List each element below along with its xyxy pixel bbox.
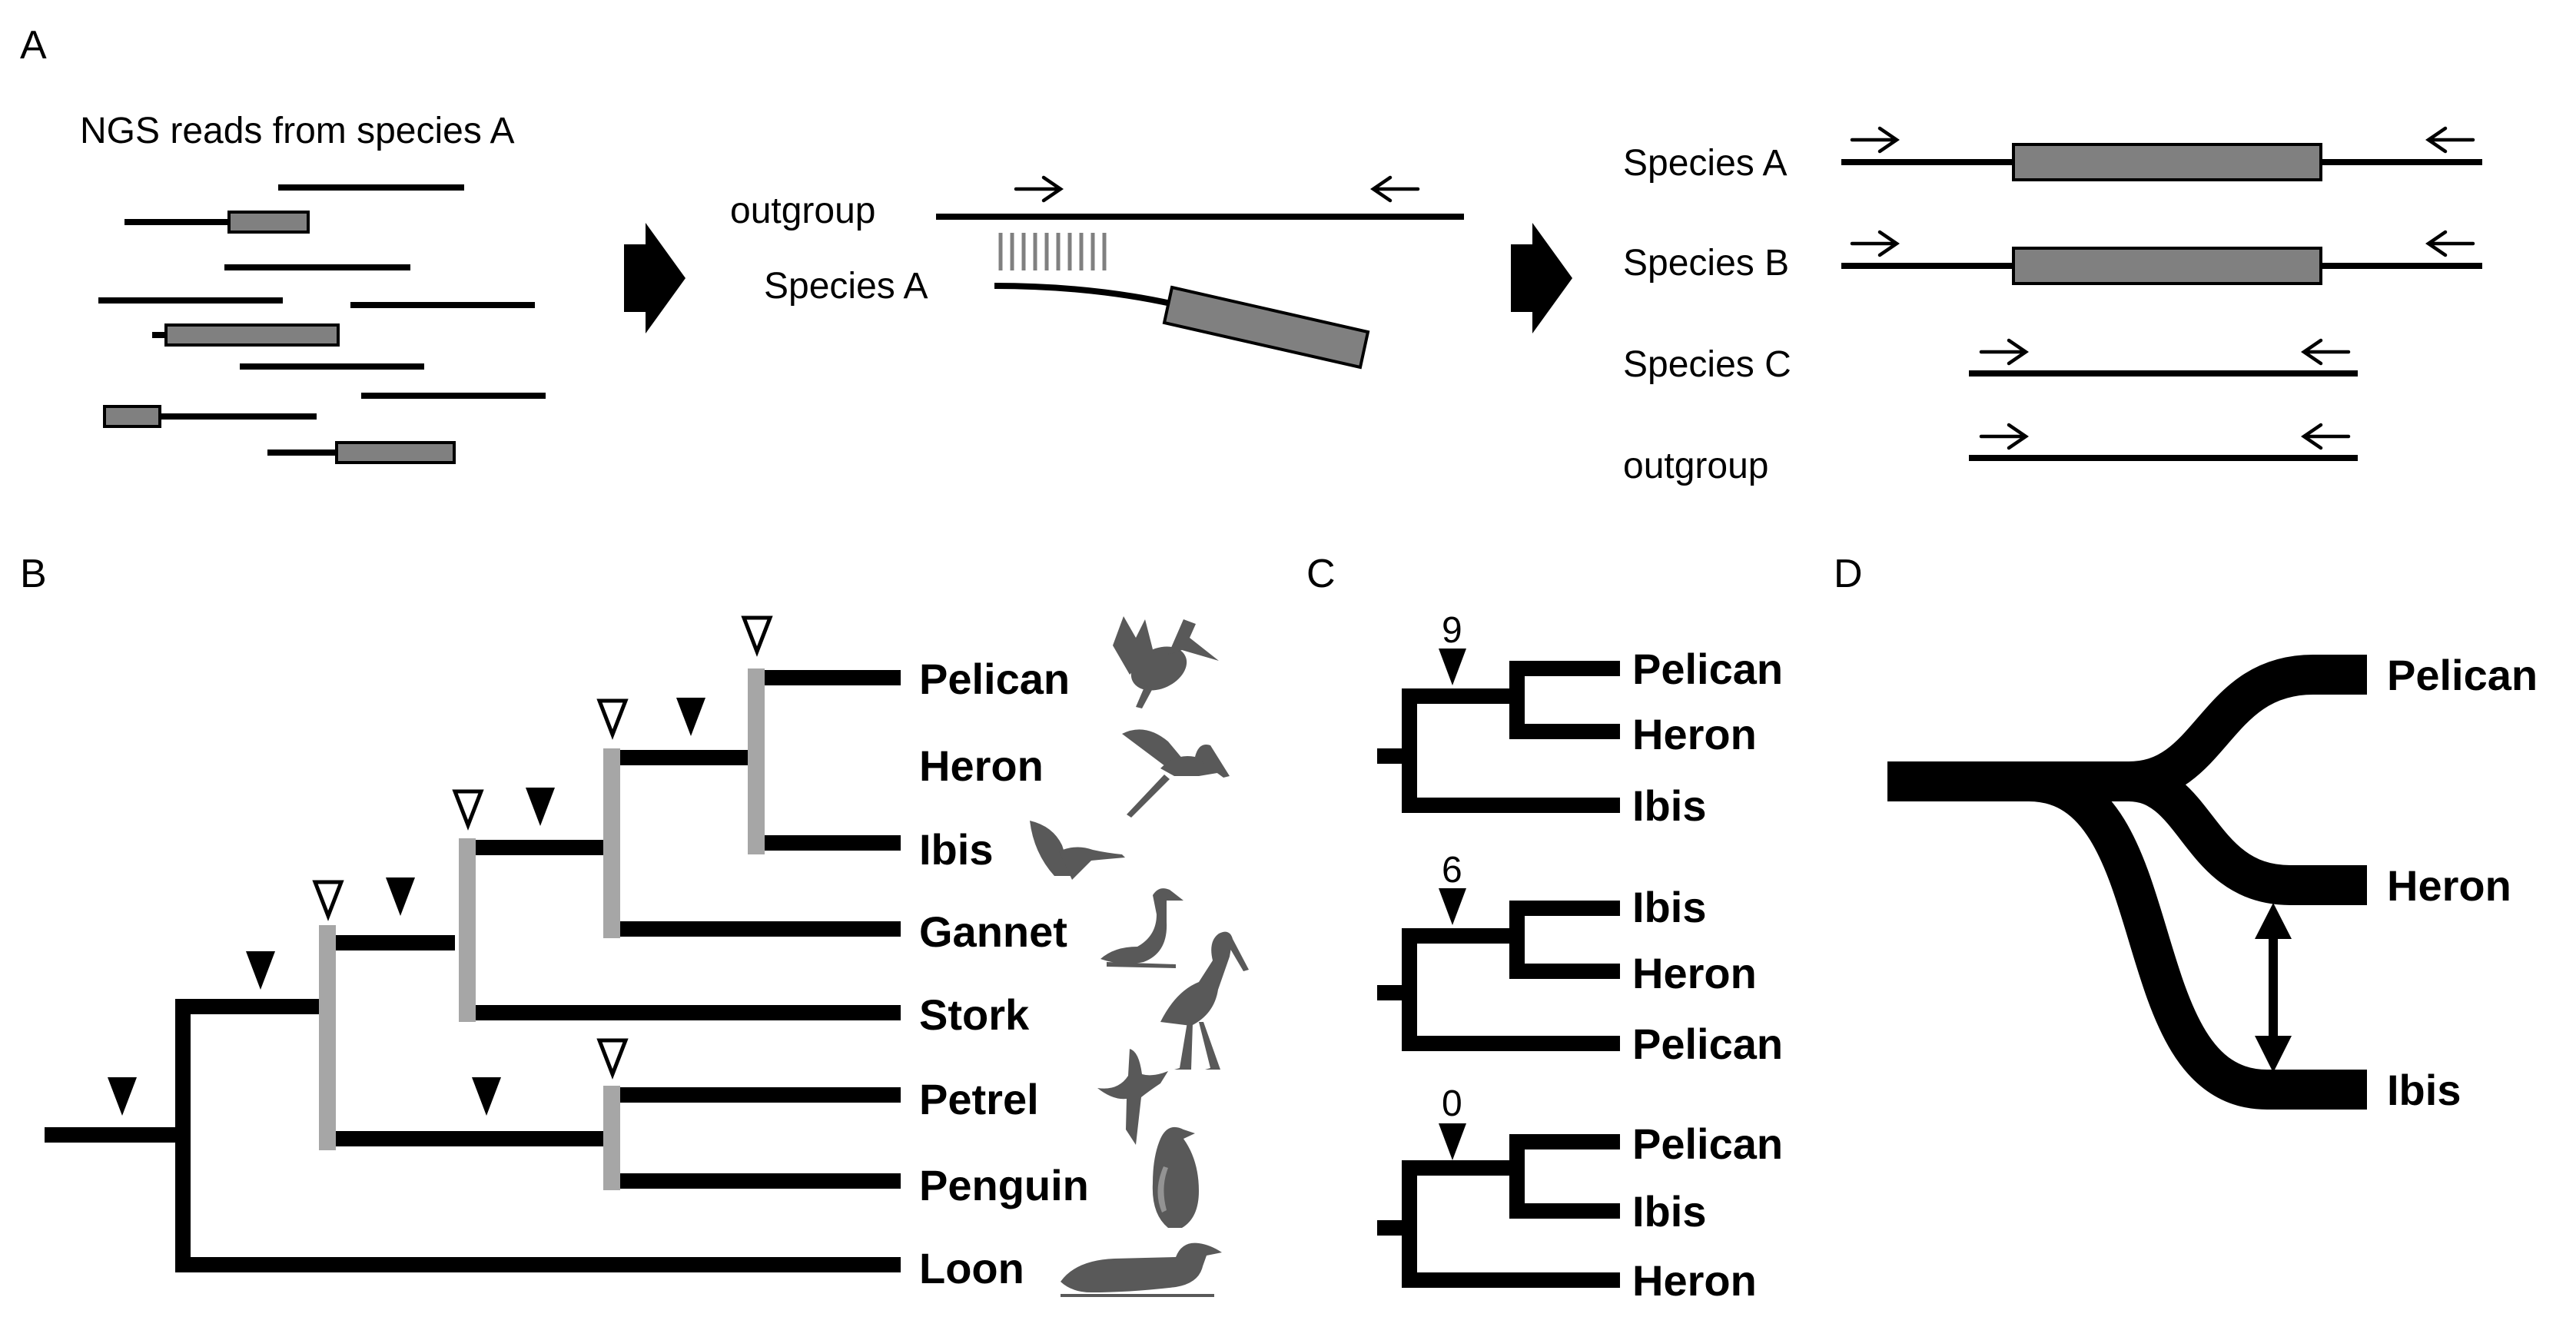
introgression-arrow (2255, 903, 2292, 1073)
primer-forward-icon (1852, 128, 1897, 151)
tree-1-taxon-bottom: Ibis (1632, 781, 1706, 830)
panel-d-letter: D (1834, 552, 1863, 596)
tree-1-count: 9 (1442, 610, 1462, 651)
species-network (1887, 655, 2367, 1110)
tree-3-taxon-mid: Ibis (1632, 1187, 1706, 1236)
insertion-marker-filled (526, 788, 555, 826)
taxon-penguin: Penguin (919, 1161, 1089, 1209)
insertion-marker-filled (386, 877, 415, 916)
taxon-ibis: Ibis (919, 825, 993, 874)
primer-reverse-icon (2304, 425, 2349, 448)
gene-tree-2: 6 Ibis Heron Pelican (1377, 850, 1783, 1068)
tree-1-taxon-top: Pelican (1632, 645, 1783, 693)
primer-forward-icon (1016, 177, 1061, 201)
pelican-icon (1113, 616, 1219, 708)
ibis-icon (1030, 821, 1125, 880)
insertion-marker-filled (1439, 1123, 1466, 1160)
primer-reverse-icon (1373, 177, 1418, 201)
tree-2-taxon-bottom: Pelican (1632, 1020, 1783, 1068)
flow-arrow (1511, 223, 1572, 333)
species-a-insertion (1162, 285, 1370, 370)
insertion-segment (103, 405, 161, 428)
species-a-read-line (994, 283, 1175, 307)
gene-tree-1: 9 Pelican Heron Ibis (1377, 610, 1783, 830)
result-label-species-a: Species A (1623, 143, 1787, 184)
tree-3-taxon-top: Pelican (1632, 1120, 1783, 1168)
species-b-insertion-box (2012, 247, 2322, 285)
panel-a-letter: A (20, 23, 47, 68)
heron-icon (1122, 729, 1230, 818)
tree-3-taxon-bottom: Heron (1632, 1256, 1757, 1305)
taxon-labels: Pelican Heron Ibis Gannet Stork Petrel P… (919, 655, 1089, 1292)
mapping-outgroup-label: outgroup (730, 191, 876, 231)
loon-icon (1061, 1242, 1222, 1297)
insertion-marker-filled (1439, 649, 1466, 685)
bird-silhouettes (1030, 616, 1249, 1297)
network-taxon-ibis: Ibis (2387, 1066, 2461, 1114)
primer-reverse-icon (2304, 340, 2349, 363)
tree-3-count: 0 (1442, 1083, 1462, 1124)
insertion-marker-filled (1439, 888, 1466, 925)
taxon-gannet: Gannet (919, 907, 1067, 956)
taxon-heron: Heron (919, 741, 1044, 790)
gene-tree-3: 0 Pelican Ibis Heron (1377, 1083, 1783, 1305)
taxon-petrel: Petrel (919, 1075, 1039, 1123)
insertion-markers (108, 615, 773, 1116)
taxon-loon: Loon (919, 1244, 1024, 1292)
primer-forward-icon (1981, 340, 2026, 363)
result-label-species-b: Species B (1623, 243, 1789, 284)
primer-forward-icon (1981, 425, 2026, 448)
species-a-insertion-box (2012, 143, 2322, 181)
primer-forward-icon (1852, 232, 1897, 255)
reads-title: NGS reads from species A (80, 111, 515, 151)
insertion-marker-filled (676, 698, 705, 736)
insertion-marker-filled (108, 1077, 137, 1116)
stork-icon (1160, 931, 1249, 1070)
alignment-ticks (998, 233, 1107, 270)
mapping-species-a-label: Species A (764, 266, 928, 307)
network-branch-heron (2127, 761, 2367, 905)
network-taxon-pelican: Pelican (2387, 651, 2538, 699)
pcr-results: Species A Species B Species C outgroup (1623, 128, 2482, 486)
taxon-stork: Stork (919, 990, 1030, 1039)
panel-a: A NGS reads from species A outgroup Spec… (20, 23, 2482, 486)
network-branch-pelican (2127, 655, 2367, 801)
result-label-outgroup: outgroup (1623, 446, 1769, 486)
flow-arrow (624, 223, 685, 333)
result-label-species-c: Species C (1623, 344, 1791, 385)
insertion-segment (335, 441, 456, 464)
insertion-marker-open (741, 615, 773, 657)
panel-d: D Pelican Heron Ibis (1834, 552, 2538, 1114)
gannet-icon (1100, 888, 1183, 968)
insertion-marker-open (312, 880, 344, 921)
insertion-segment (164, 323, 340, 347)
panel-b: B (20, 552, 1249, 1297)
primer-reverse-icon (2428, 232, 2473, 255)
penguin-icon (1152, 1126, 1199, 1228)
tree-1-taxon-mid: Heron (1632, 710, 1757, 758)
primer-reverse-icon (2428, 128, 2473, 151)
network-branch-ibis (2027, 761, 2367, 1110)
tree-2-taxon-mid: Heron (1632, 949, 1757, 997)
tree-2-taxon-top: Ibis (1632, 883, 1706, 931)
panel-c: C 9 Pelican Heron Ibis 6 Ibis (1306, 552, 1783, 1305)
insertion-marker-open (596, 698, 629, 740)
petrel-icon (1097, 1049, 1168, 1145)
ngs-reads (98, 184, 546, 464)
tree-2-count: 6 (1442, 850, 1462, 891)
insertion-segment (227, 211, 310, 234)
taxon-pelican: Pelican (919, 655, 1070, 703)
panel-c-letter: C (1306, 552, 1336, 596)
insertion-marker-filled (246, 951, 275, 990)
insertion-marker-open (596, 1038, 629, 1080)
insertion-marker-filled (472, 1077, 501, 1116)
panel-b-letter: B (20, 552, 47, 596)
read-mapping: outgroup Species A (730, 177, 1464, 370)
phylogeny-branches (45, 668, 901, 1272)
insertion-marker-open (452, 789, 484, 831)
network-taxon-heron: Heron (2387, 861, 2511, 910)
